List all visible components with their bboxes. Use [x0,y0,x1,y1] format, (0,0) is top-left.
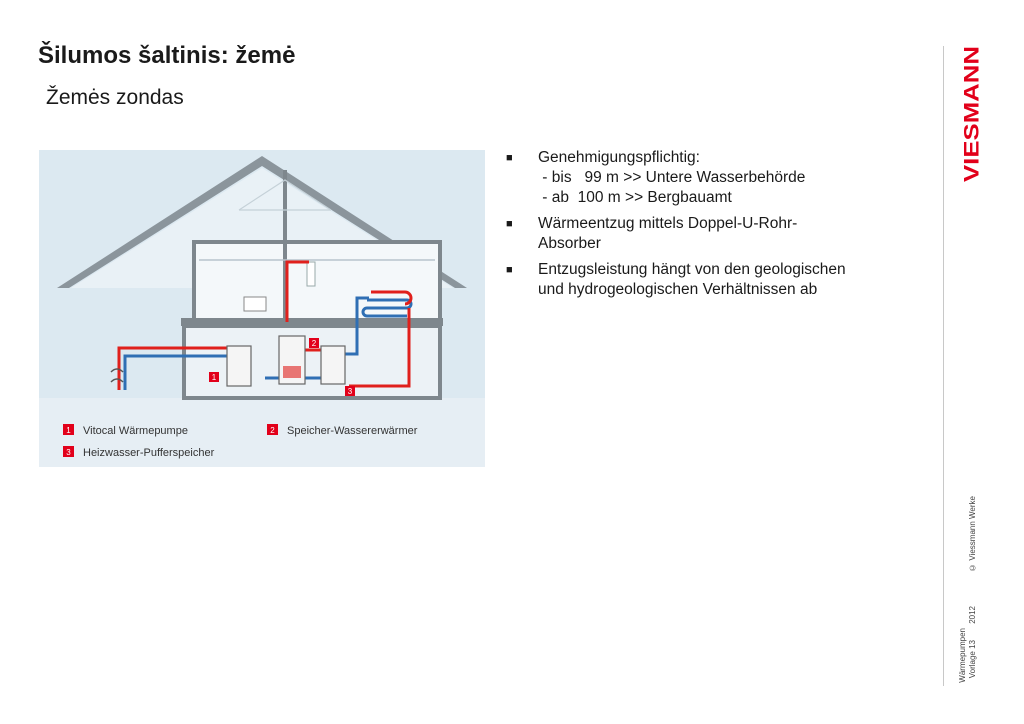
legend-label-1: Vitocal Wärmepumpe [83,425,188,437]
svg-text:VIESMANN: VIESMANN [962,46,984,182]
footer-year: 2012 [968,606,977,624]
bullet-list: ■ Genehmigungspflichtig: - bis 99 m >> U… [506,148,936,306]
footer-slide-ref: Vorlage 13 [968,640,977,679]
legend-marker-2 [267,424,278,435]
svg-text:1: 1 [212,373,217,382]
bullet-item: ■ Wärmeentzug mittels Doppel-U-Rohr- Abs… [506,215,798,252]
bullet-item: ■ Genehmigungspflichtig: - bis 99 m >> U… [506,149,806,206]
footer-topic: Wärmepumpen [958,628,967,683]
right-divider [943,46,944,686]
legend-label-3: Heizwasser-Pufferspeicher [83,447,215,459]
svg-text:1: 1 [66,426,71,435]
svg-text:3: 3 [348,387,353,396]
legend-marker-1 [63,424,74,435]
bullet-item: ■ Entzugsleistung hängt von den geologis… [506,261,846,298]
slide-subtitle: Žemės zondas [46,86,184,109]
svg-text:2: 2 [312,339,317,348]
slide-title: Šilumos šaltinis: žemė [38,42,296,69]
svg-text:2: 2 [270,426,275,435]
viessmann-logo: VIESMANN [962,46,984,182]
legend-label-2: Speicher-Wassererwärmer [287,425,418,437]
bullet-square-icon: ■ [506,218,513,230]
house-illustration: 1 2 3 1 Vitocal Wärmepumpe 2 Speicher-Wa… [39,150,485,467]
svg-text:3: 3 [66,448,71,457]
bullet-square-icon: ■ [506,264,513,276]
legend-marker-3 [63,446,74,457]
bullet-square-icon: ■ [506,152,513,164]
copyright-text: © Viessmann Werke [968,496,977,572]
